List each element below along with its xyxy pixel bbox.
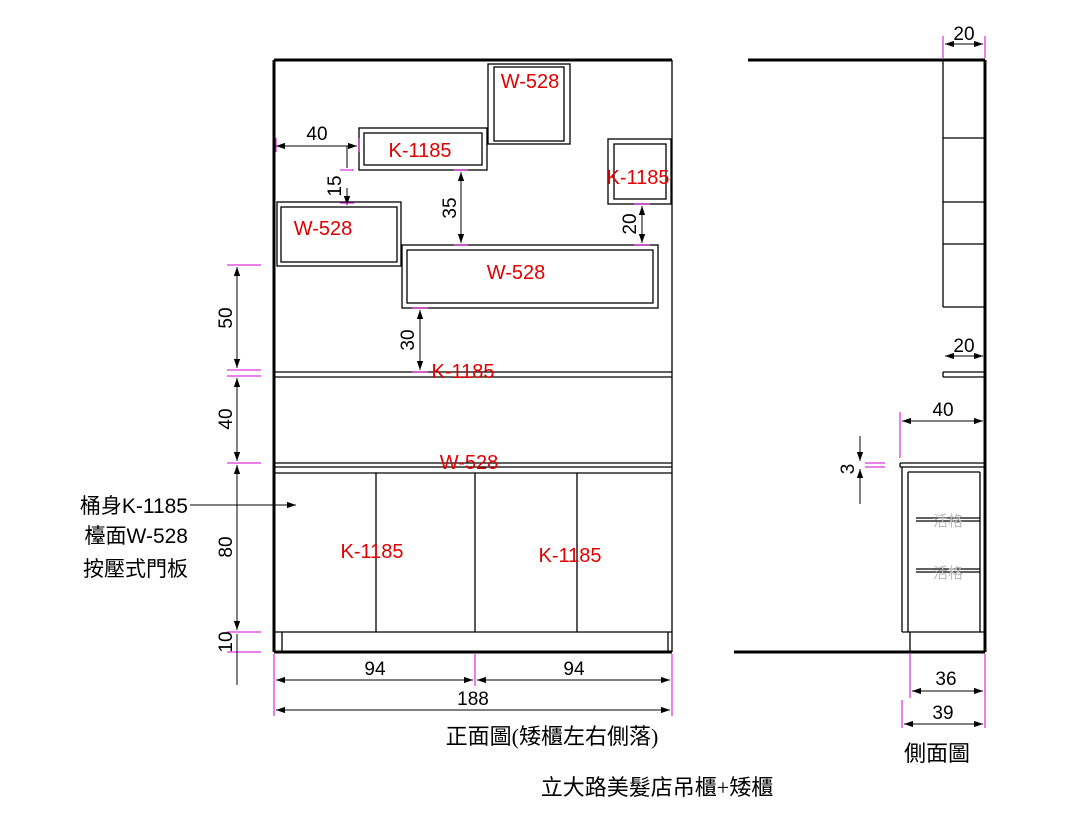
label-top-w528: W-528	[501, 71, 560, 93]
dim-40-top: 40	[275, 124, 360, 152]
svg-text:50: 50	[216, 307, 237, 328]
side-caption: 側面圖	[904, 741, 970, 766]
svg-text:20: 20	[620, 213, 641, 234]
cabinet-w528-middle	[401, 244, 659, 309]
cabinet-top-w528	[487, 63, 571, 145]
label-k1185-upper-right: K-1185	[606, 167, 669, 189]
dim-94-right: 94	[477, 659, 670, 684]
dim-40-mid: 40	[216, 378, 241, 461]
dim-15: 15	[325, 146, 354, 205]
label-k1185-upper-left: K-1185	[388, 140, 451, 162]
svg-text:10: 10	[216, 631, 237, 652]
svg-text:20: 20	[953, 336, 974, 357]
label-k1185-door-right: K-1185	[538, 545, 601, 567]
side-dim-39: 39	[901, 700, 983, 728]
svg-text:39: 39	[932, 703, 953, 724]
dim-30: 30	[398, 307, 428, 373]
shelf-label-1: 活格	[933, 512, 963, 530]
side-dim-36: 36	[909, 654, 986, 728]
shelf-label-2: 活格	[933, 564, 963, 582]
svg-text:80: 80	[216, 536, 237, 557]
material-note: 桶身K-1185 檯面W-528 按壓式門板	[80, 495, 296, 581]
side-dim-40: 40	[899, 400, 983, 458]
side-dim-3: 3	[838, 436, 885, 504]
svg-text:20: 20	[953, 24, 974, 45]
svg-text:35: 35	[440, 197, 461, 218]
svg-text:94: 94	[563, 659, 585, 680]
drawing-title: 立大路美髮店吊櫃+矮櫃	[541, 775, 773, 800]
label-k1185-shelf: K-1185	[431, 361, 494, 383]
cabinet-w528-left	[276, 201, 402, 267]
note-line-3: 按壓式門板	[83, 558, 188, 581]
dim-10: 10	[216, 631, 238, 685]
svg-text:36: 36	[935, 669, 956, 690]
front-elevation: W-528 K-1185 K-1185 W-528 W-528 K-1185 W…	[80, 58, 673, 749]
dim-50: 50	[216, 267, 241, 368]
svg-text:40: 40	[932, 400, 953, 421]
dim-94-left: 94	[276, 659, 473, 684]
side-elevation: 活格 活格 20 20 40 3	[734, 24, 987, 766]
svg-text:15: 15	[325, 175, 346, 196]
dim-188: 188	[276, 689, 670, 714]
svg-text:94: 94	[364, 659, 386, 680]
note-line-2: 檯面W-528	[85, 525, 188, 548]
dim-chain-bottom: 94 94 188	[273, 654, 673, 716]
front-caption: 正面圖(矮櫃左右側落)	[446, 724, 659, 749]
side-wall-cabinets	[942, 60, 985, 308]
svg-text:30: 30	[398, 329, 419, 350]
dim-35: 35	[440, 169, 468, 246]
side-dim-20-mid: 20	[945, 336, 983, 360]
dim-80: 80	[216, 465, 241, 630]
note-line-1: 桶身K-1185	[80, 495, 188, 518]
svg-text:188: 188	[457, 689, 489, 710]
label-w528-left: W-528	[294, 218, 353, 240]
svg-text:3: 3	[838, 464, 859, 475]
svg-text:40: 40	[306, 124, 327, 145]
label-k1185-door-left: K-1185	[340, 541, 403, 563]
dim-20: 20	[620, 203, 650, 246]
side-dim-20-top: 20	[942, 24, 986, 58]
label-w528-counter: W-528	[440, 452, 499, 474]
svg-text:40: 40	[216, 408, 237, 429]
label-w528-middle: W-528	[487, 262, 546, 284]
side-shelf	[942, 371, 985, 378]
side-base-cabinet	[899, 462, 985, 652]
dim-chain-left: 50 40 80 10	[216, 264, 261, 685]
